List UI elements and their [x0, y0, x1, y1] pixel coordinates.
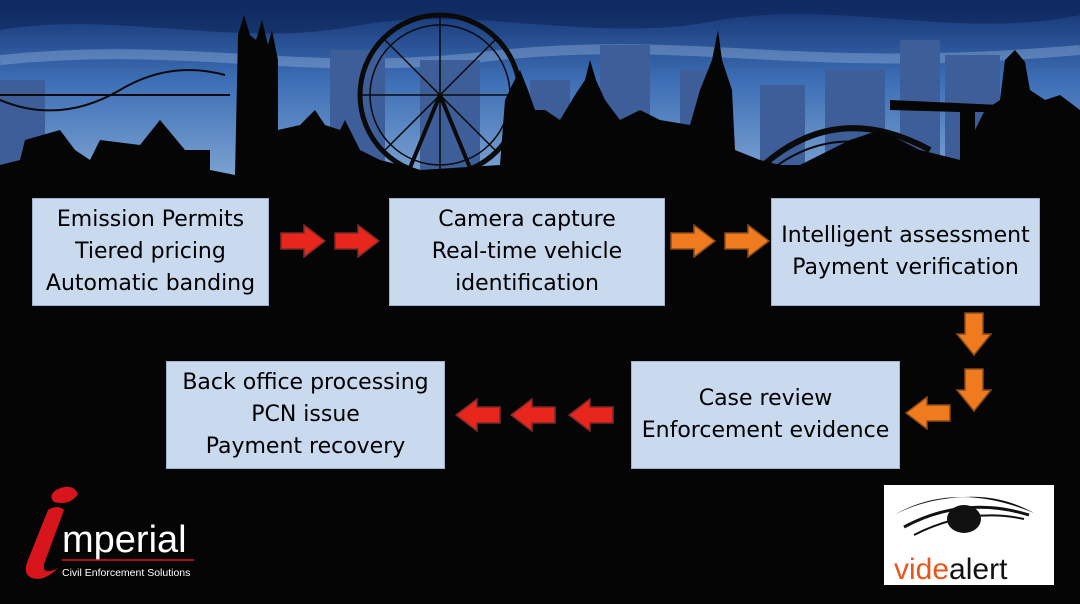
step-2-line-1: Camera capture [438, 207, 616, 232]
videalert-text: videalert [894, 553, 1008, 585]
step-1-line-2: Tiered pricing [75, 239, 226, 264]
step-1-line-1: Emission Permits [56, 207, 245, 232]
right-arrow-icon [334, 224, 380, 258]
imperial-brand-text: mperial [62, 519, 187, 561]
left-arrow-icon [905, 396, 951, 430]
left-arrow-icon [455, 398, 501, 432]
eye-icon [947, 505, 981, 533]
right-arrow-icon [724, 224, 770, 258]
step-box-camera-capture: Camera capture Real-time vehicle identif… [389, 198, 665, 306]
left-arrow-icon [568, 398, 614, 432]
step-box-back-office: Back office processing PCN issue Payment… [166, 361, 445, 469]
step-4-line-2: Enforcement evidence [641, 418, 890, 443]
step-5-line-2: PCN issue [251, 402, 360, 427]
step-3-line-1: Intelligent assessment [781, 223, 1030, 248]
down-arrow-icon [956, 312, 992, 356]
sculpture-silhouette [890, 100, 1000, 185]
imperial-logo: mperial Civil Enforcement Solutions [25, 486, 194, 579]
step-4-line-1: Case review [698, 386, 833, 411]
right-arrow-icon [280, 224, 326, 258]
step-5-line-1: Back office processing [182, 370, 429, 395]
left-arrow-icon [510, 398, 556, 432]
down-arrow-icon [956, 368, 992, 412]
step-3-line-2: Payment verification [792, 255, 1019, 280]
step-1-line-3: Automatic banding [45, 271, 256, 296]
step-2-line-3: identification [455, 271, 599, 296]
step-box-case-review: Case review Enforcement evidence [631, 361, 900, 469]
bridge-left [0, 69, 230, 112]
videalert-text-part2: alert [949, 553, 1008, 585]
imperial-tagline: Civil Enforcement Solutions [62, 567, 190, 579]
step-5-line-3: Payment recovery [205, 434, 406, 459]
step-box-intelligent-assessment: Intelligent assessment Payment verificat… [771, 198, 1040, 306]
videalert-logo: videalert [884, 485, 1054, 586]
videalert-text-part1: vide [894, 553, 949, 585]
right-arrow-icon [670, 224, 716, 258]
step-box-emission-permits: Emission Permits Tiered pricing Automati… [32, 198, 269, 306]
step-2-line-2: Real-time vehicle [431, 239, 623, 264]
